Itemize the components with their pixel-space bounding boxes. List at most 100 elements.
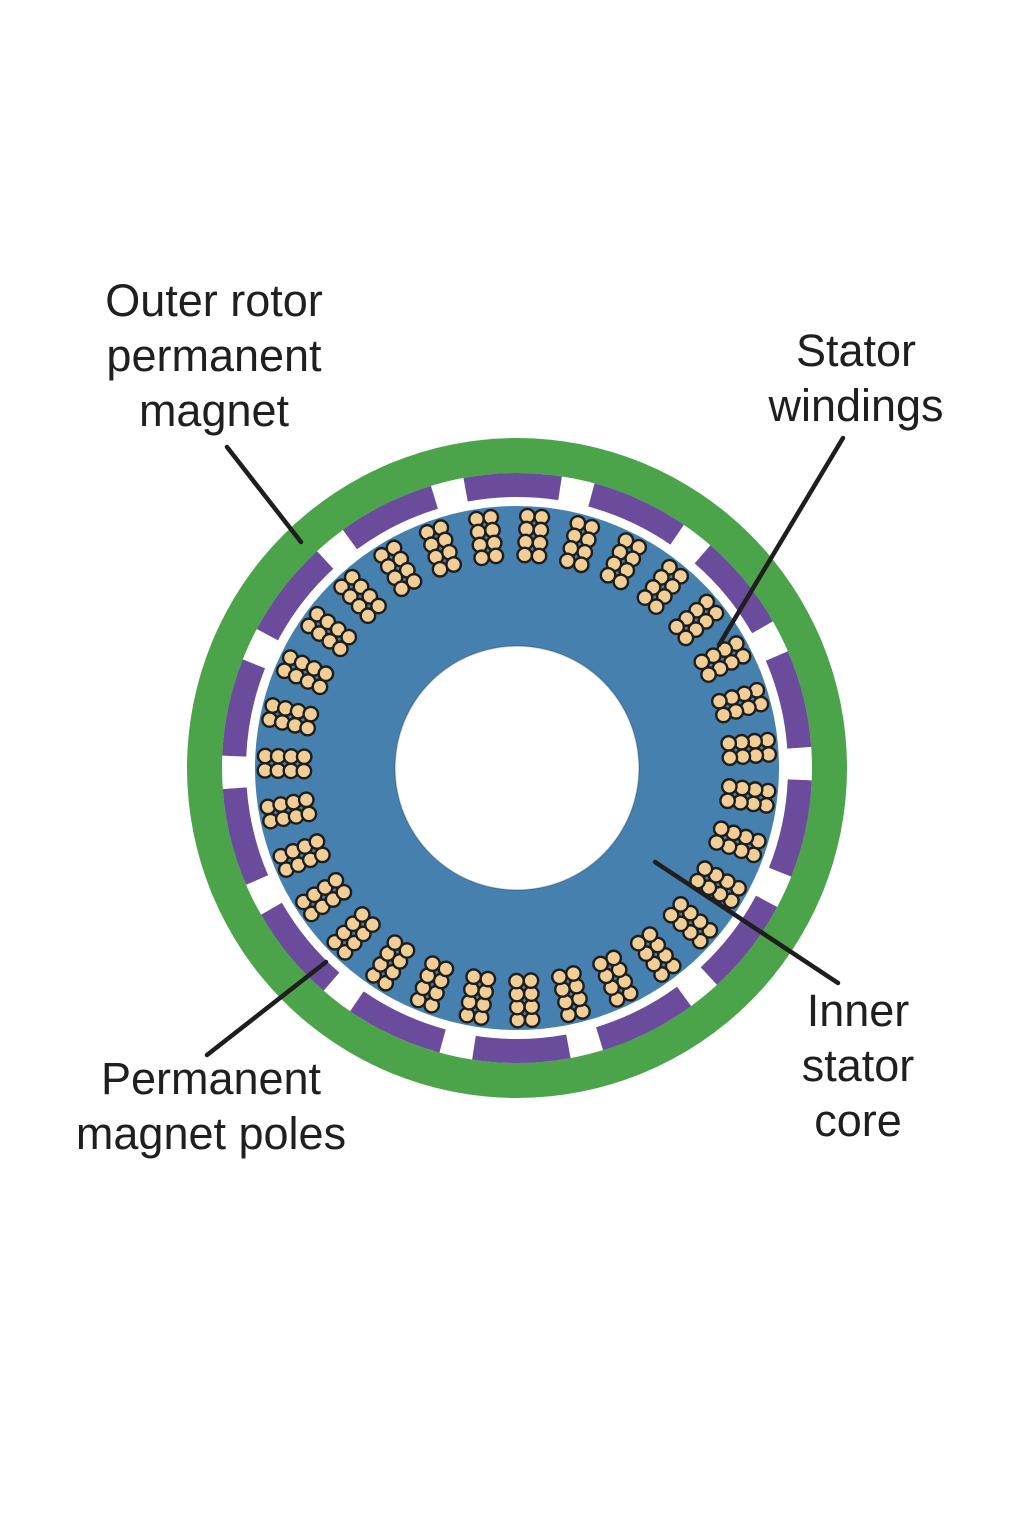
winding-cluster (708, 820, 767, 864)
winding-dot (295, 748, 313, 766)
winding-dot (693, 653, 711, 671)
winding-dot (364, 916, 381, 934)
magnet-pole-segment (700, 895, 778, 985)
winding-dot (668, 618, 686, 636)
permanent-magnet-poles-line (204, 959, 329, 1058)
winding-cluster (662, 896, 719, 950)
winding-cluster (516, 507, 551, 565)
magnet-pole-segment (463, 473, 562, 502)
label-line: permanent (106, 330, 322, 381)
winding-cluster (373, 539, 423, 598)
winding-dot (672, 896, 690, 913)
winding-cluster (551, 965, 591, 1024)
outer-rotor-magnet-line (224, 444, 304, 545)
label-inner-stator-core: Inner stator core (802, 983, 915, 1148)
label-stator-windings: Stator windings (768, 323, 943, 433)
winding-dot (719, 792, 736, 810)
winding-dot (317, 665, 335, 683)
winding-dot (335, 883, 353, 901)
stator-windings (256, 507, 778, 1029)
winding-cluster (256, 747, 313, 780)
winding-dot (340, 628, 358, 646)
label-line: Outer rotor (105, 275, 323, 326)
winding-dot (359, 607, 377, 625)
winding-dot (612, 573, 630, 591)
label-line: magnet (138, 385, 290, 436)
winding-dot (393, 580, 411, 598)
winding-dot (445, 556, 463, 573)
winding-dot (487, 547, 505, 565)
winding-cluster (418, 519, 463, 578)
winding-dot (299, 719, 317, 737)
winding-cluster (720, 731, 778, 767)
winding-cluster (710, 681, 770, 724)
winding-dot (715, 706, 732, 724)
winding-dot (405, 573, 423, 590)
magnet-pole-segment (596, 986, 692, 1051)
winding-cluster (295, 871, 353, 923)
winding-cluster (468, 508, 505, 567)
winding-dot (302, 705, 320, 723)
winding-dot (712, 820, 730, 838)
winding-dot (308, 833, 326, 850)
label-line: Stator (795, 325, 917, 376)
label-permanent-magnet-poles: Permanent magnet poles (76, 1051, 346, 1161)
winding-dot (708, 834, 726, 851)
winding-dot (508, 972, 525, 990)
winding-dot (522, 972, 540, 990)
winding-cluster (259, 791, 318, 830)
winding-cluster (300, 605, 358, 658)
winding-cluster (668, 593, 725, 647)
winding-cluster (636, 558, 690, 616)
winding-cluster (693, 635, 752, 683)
winding-dot (641, 926, 659, 944)
winding-cluster (719, 778, 777, 814)
winding-dot (700, 666, 717, 683)
winding-dot (647, 598, 665, 616)
winding-dot (370, 597, 387, 615)
winding-cluster (261, 697, 320, 737)
magnet-pole-segment (588, 483, 684, 545)
inner-stator-core-line (652, 859, 841, 986)
winding-dot (331, 640, 349, 658)
winding-dot (696, 860, 714, 878)
winding-dot (565, 965, 582, 982)
winding-dot (424, 955, 441, 973)
winding-cluster (508, 972, 541, 1029)
magnet-pole-segment (694, 545, 773, 634)
winding-dot (297, 791, 315, 809)
winding-dot (605, 949, 623, 967)
winding-dot (551, 968, 568, 986)
winding-cluster (458, 968, 497, 1026)
magnet-pole-segment (350, 991, 446, 1053)
winding-dot (516, 546, 534, 564)
magnet-pole-segment (222, 659, 266, 757)
stator-bore (394, 645, 640, 891)
winding-dot (572, 556, 590, 574)
label-line: magnet poles (75, 1108, 347, 1159)
magnet-pole-segment (222, 787, 269, 885)
winding-dot (386, 934, 404, 952)
winding-cluster (276, 649, 335, 696)
label-line: Inner (806, 985, 910, 1036)
label-line: Permanent (100, 1053, 322, 1104)
winding-dot (636, 589, 654, 606)
winding-dot (558, 552, 576, 570)
winding-dot (327, 871, 345, 889)
magnet-pole-segment (342, 485, 438, 550)
winding-dot (720, 734, 738, 752)
winding-dot (431, 560, 449, 578)
label-line: core (814, 1095, 902, 1146)
winding-dot (721, 749, 739, 767)
winding-dot (353, 906, 371, 923)
winding-dot (677, 629, 695, 647)
winding-dot (592, 955, 610, 973)
winding-cluster (629, 926, 682, 983)
winding-cluster (333, 568, 387, 625)
magnet-pole-segment (256, 551, 334, 641)
magnet-pole-segment (765, 651, 812, 749)
label-outer-rotor-permanent-magnet: Outer rotor permanent magnet (105, 273, 323, 438)
leader-lines (204, 435, 846, 1058)
